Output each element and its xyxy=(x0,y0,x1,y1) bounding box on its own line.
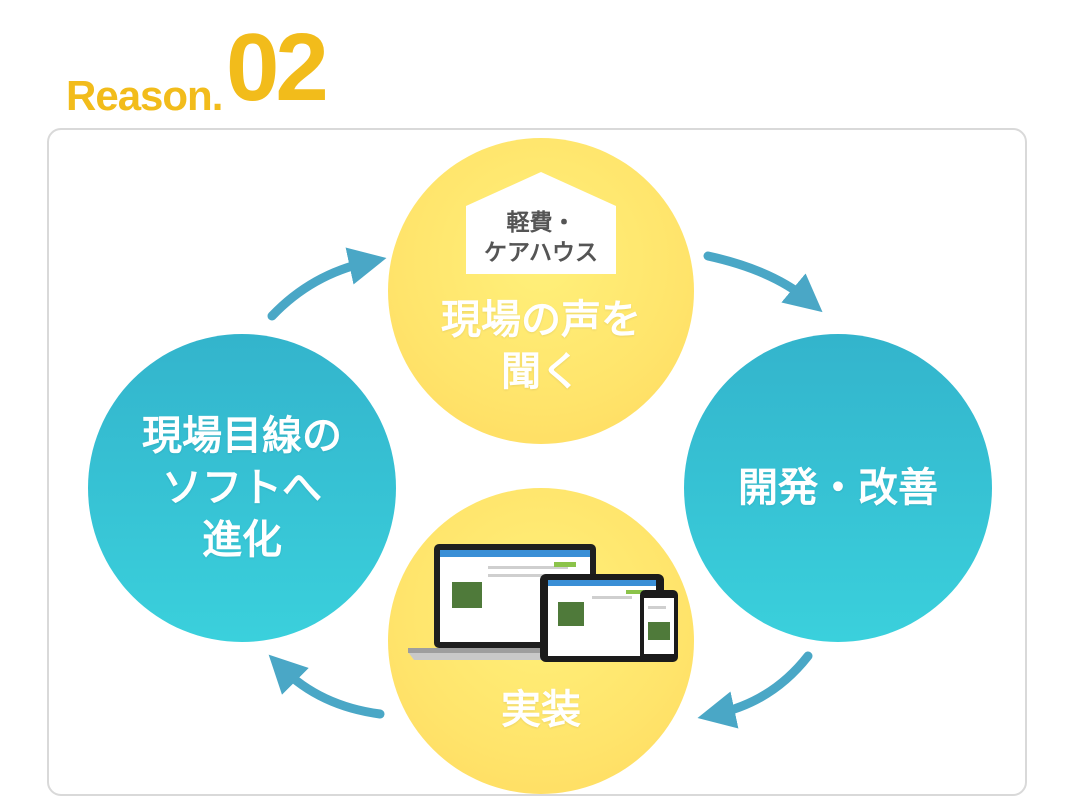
circle-develop: 開発・改善 xyxy=(684,334,992,642)
evolve-text: 現場目線の ソフトへ 進化 xyxy=(142,410,342,566)
arrow-right-to-bottom xyxy=(697,651,813,729)
evolve-line-1: 現場目線の xyxy=(142,413,342,459)
house-badge-line-2: ケアハウス xyxy=(483,240,599,266)
house-badge: 軽費・ ケアハウス xyxy=(466,172,616,274)
develop-text: 開発・改善 xyxy=(738,465,938,511)
reason-label: Reason. xyxy=(66,72,223,119)
evolve-line-3: 進化 xyxy=(202,517,282,563)
listen-line-2: 聞く xyxy=(501,349,581,395)
phone-icon xyxy=(640,590,678,662)
implement-text: 実装 xyxy=(501,687,581,733)
tablet-icon xyxy=(540,574,664,662)
circle-evolve: 現場目線の ソフトへ 進化 xyxy=(88,334,396,642)
arrow-bottom-to-left xyxy=(268,654,385,719)
house-icon xyxy=(466,172,616,274)
reason-number: 02 xyxy=(226,14,329,121)
evolve-line-2: ソフトへ xyxy=(162,465,322,511)
listen-line-1: 現場の声を xyxy=(441,297,641,343)
arrow-top-to-right xyxy=(703,251,823,313)
house-badge-line-1: 軽費・ xyxy=(506,210,576,236)
listen-text: 現場の声を 聞く xyxy=(388,294,694,398)
house-badge-text: 軽費・ ケアハウス xyxy=(466,208,616,268)
arrow-left-to-top xyxy=(267,247,387,321)
devices-illustration xyxy=(408,544,678,662)
